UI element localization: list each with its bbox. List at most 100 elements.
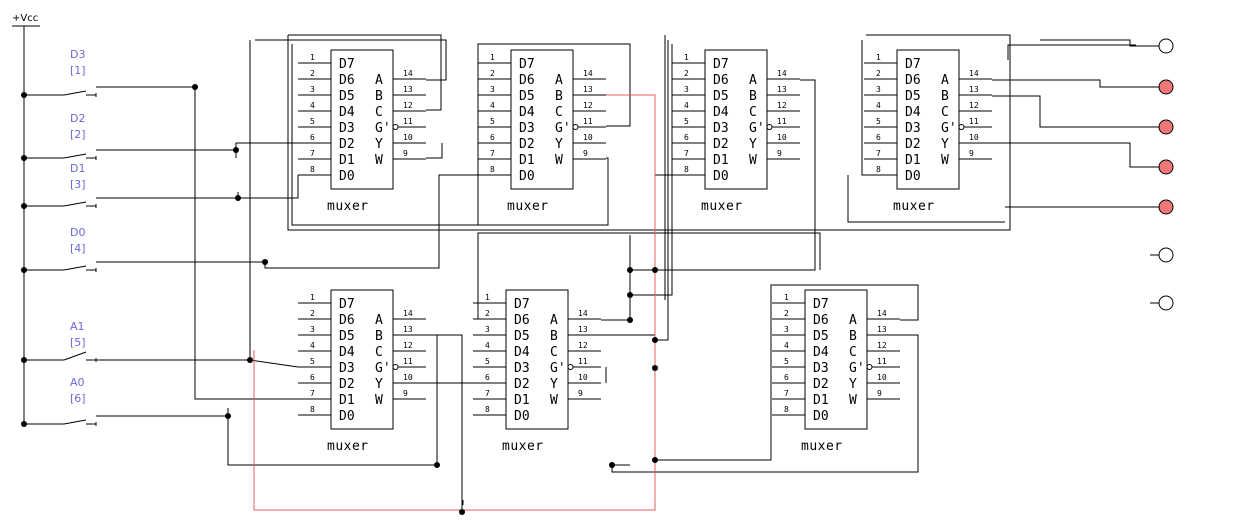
pin-number: 11	[403, 117, 413, 126]
pin-number: 5	[876, 117, 881, 126]
wire	[601, 235, 631, 321]
pin-signal: D7	[339, 297, 355, 312]
mux-title: muxer	[507, 199, 549, 214]
input-switch-d3[interactable]: D3[1]	[24, 48, 97, 97]
pin-number: 4	[684, 101, 689, 110]
junction-dot	[652, 267, 658, 273]
pin-signal: W	[550, 393, 558, 408]
pin-number: 8	[485, 405, 490, 414]
pin-signal: A	[749, 73, 757, 88]
pin-signal: D5	[713, 89, 729, 104]
mux-title: muxer	[502, 439, 544, 454]
pin-number: 9	[777, 149, 782, 158]
mux-title: muxer	[701, 199, 743, 214]
switch-key: [4]	[70, 242, 86, 255]
pin-number: 13	[403, 325, 413, 334]
pin-number: 11	[969, 117, 979, 126]
junction-dot	[627, 317, 633, 323]
pin-number: 8	[784, 405, 789, 414]
pin-signal: D4	[339, 105, 355, 120]
junction-dot	[21, 155, 27, 161]
pin-number: 12	[777, 101, 787, 110]
output-probe	[1150, 199, 1174, 215]
pin-signal: D1	[514, 393, 530, 408]
input-switch-d0[interactable]: D0[4]	[24, 226, 97, 272]
pin-signal: C	[375, 105, 383, 120]
switch-name: A0	[70, 376, 85, 389]
pin-signal: B	[749, 89, 757, 104]
inversion-bubble	[572, 124, 579, 130]
input-switch-d2[interactable]: D2[2]	[24, 112, 97, 160]
pin-signal: W	[555, 153, 563, 168]
pin-number: 5	[310, 117, 315, 126]
pin-signal: D1	[905, 153, 921, 168]
pin-number: 12	[583, 101, 593, 110]
wire	[194, 87, 298, 400]
junction-dot	[192, 84, 198, 90]
pin-signal: W	[375, 393, 383, 408]
pin-number: 3	[684, 85, 689, 94]
pin-number: 2	[310, 69, 315, 78]
pin-number: 3	[485, 325, 490, 334]
input-switch-a1[interactable]: A1[5]	[24, 320, 97, 362]
pin-signal: D4	[905, 105, 921, 120]
switch-name: D2	[70, 112, 85, 125]
probe-lit	[1158, 79, 1174, 95]
pin-number: 4	[310, 341, 315, 350]
pin-number: 14	[583, 69, 593, 78]
pin-signal: D5	[813, 329, 829, 344]
switch-blade	[63, 351, 87, 361]
output-probe	[1150, 159, 1174, 175]
pin-number: 1	[784, 293, 789, 302]
pin-number: 6	[485, 373, 490, 382]
pin-number: 11	[403, 357, 413, 366]
wire	[264, 174, 478, 269]
pin-number: 1	[684, 53, 689, 62]
pin-signal: A	[941, 73, 949, 88]
pin-signal: D1	[339, 153, 355, 168]
junction-dot	[235, 195, 241, 201]
pin-signal: D3	[339, 121, 355, 136]
junction-dot	[21, 267, 27, 273]
wire	[426, 334, 463, 512]
junction-dot	[21, 421, 27, 427]
probe-unlit	[1158, 295, 1174, 311]
pin-signal: Y	[555, 137, 563, 152]
pin-signal: A	[555, 73, 563, 88]
pin-number: 8	[310, 165, 315, 174]
inversion-bubble	[958, 124, 965, 130]
pin-signal: D7	[519, 57, 535, 72]
pin-signal: Y	[941, 137, 949, 152]
pin-number: 9	[969, 149, 974, 158]
vcc-label: +Vcc	[12, 13, 38, 24]
wire	[861, 40, 866, 176]
wire	[611, 334, 919, 473]
pin-signal: B	[550, 329, 558, 344]
pin-number: 3	[784, 325, 789, 334]
pin-signal: D6	[339, 313, 355, 328]
pin-signal: A	[375, 313, 383, 328]
mux-body	[330, 289, 394, 430]
pin-signal: D0	[713, 169, 729, 184]
input-switch-d1[interactable]: D1[3]	[24, 162, 97, 208]
inversion-bubble	[392, 124, 399, 130]
pin-number: 1	[310, 53, 315, 62]
wire	[992, 142, 1150, 168]
input-switch-a0[interactable]: A0[6]	[24, 376, 97, 426]
pin-number: 13	[877, 325, 887, 334]
pin-number: 12	[877, 341, 887, 350]
pin-signal: B	[941, 89, 949, 104]
inversion-bubble	[766, 124, 773, 130]
pin-signal: W	[375, 153, 383, 168]
pin-signal: G'	[375, 361, 391, 376]
mux-title: muxer	[327, 439, 369, 454]
pin-signal: D3	[813, 361, 829, 376]
